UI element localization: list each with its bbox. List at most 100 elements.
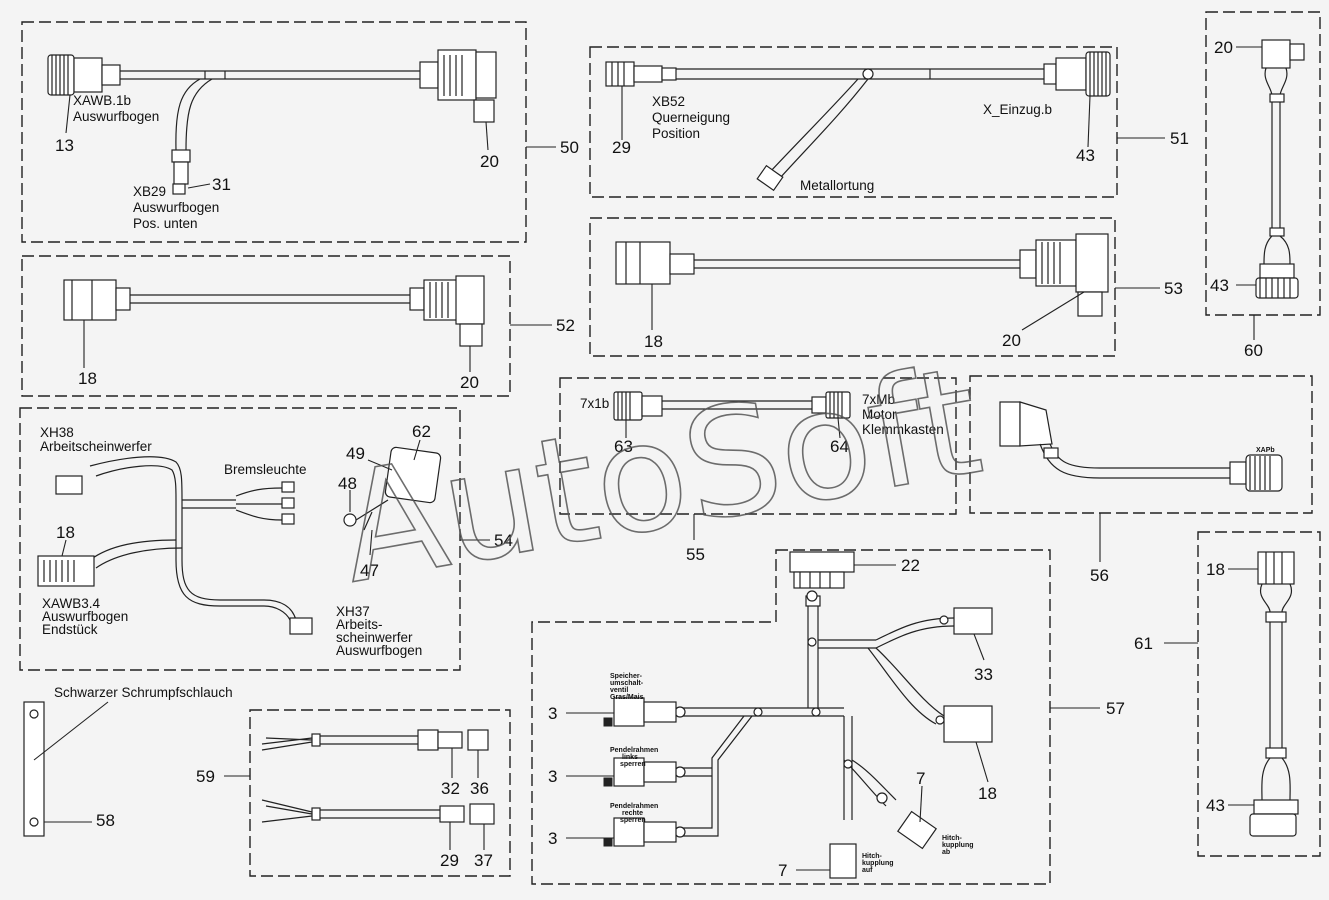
part-47: 47 — [360, 561, 379, 580]
label-hitch-ab-3: ab — [942, 849, 950, 856]
group-59-harness: 32 36 29 37 59 — [196, 709, 511, 877]
group-number-53: 53 — [1164, 279, 1183, 298]
part-36: 36 — [470, 779, 489, 798]
label-klemmkasten: Klemmkasten — [862, 422, 944, 437]
label-pendel-links-1: Pendelrahmen — [610, 747, 658, 754]
connector-xh37 — [289, 617, 313, 635]
part-7-a: 7 — [916, 769, 925, 788]
valve-pendelrahmen-links — [613, 757, 645, 787]
connector-43-group61 — [1249, 813, 1297, 837]
part-63: 63 — [614, 437, 633, 456]
label-xawb34-l2: Auswurfbogen — [42, 609, 128, 624]
group-number-60: 60 — [1244, 341, 1263, 360]
connector-7-hitch-ab — [896, 810, 938, 850]
connector-18-group53 — [615, 241, 671, 285]
group-52-harness: 18 20 52 — [21, 255, 575, 397]
connector-33 — [953, 607, 993, 635]
label-xb29-l2: Auswurfbogen — [133, 200, 219, 215]
connector-29-group59 — [439, 805, 465, 823]
group-54-frame — [19, 407, 461, 671]
part-18-c: 18 — [56, 523, 75, 542]
group-56-harness: XAPb 56 — [969, 375, 1313, 585]
label-pendel-rechts-3: sperren — [620, 817, 646, 824]
label-speicher-1: Speicher- — [610, 673, 643, 680]
group-56-frame — [969, 375, 1313, 514]
part-7-b: 7 — [778, 861, 787, 880]
label-speicher-3: ventil — [610, 687, 628, 694]
part-62: 62 — [412, 422, 431, 441]
label-hitch-auf-2: kupplung — [862, 860, 894, 867]
part-20-c: 20 — [1002, 331, 1021, 350]
connector-xapb — [1245, 454, 1283, 492]
group-50-harness: XAWB.1b Auswurfbogen 13 20 31 XB29 Auswu… — [21, 21, 579, 243]
part-20-d: 20 — [1214, 38, 1233, 57]
connector-xh38 — [55, 475, 83, 495]
label-hitch-auf-3: auf — [862, 867, 873, 874]
group-57-harness: Speicher- umschalt- ventil Gras/Mais Pen… — [531, 549, 1125, 885]
label-xh37: XH37 — [336, 604, 370, 619]
label-xawb34-l3: Endstück — [42, 622, 98, 637]
label-motor: Motor — [862, 407, 897, 422]
part-43-a: 43 — [1076, 146, 1095, 165]
label-hitch-ab-2: kupplung — [942, 842, 974, 849]
part-32: 32 — [441, 779, 460, 798]
label-pendel-links-3: sperren — [620, 761, 646, 768]
group-51-harness: XB52 Querneigung Position X_Einzug.b Met… — [589, 46, 1189, 198]
group-52-frame — [21, 255, 511, 397]
group-51-frame — [589, 46, 1118, 198]
label-querneigung: Querneigung — [652, 110, 730, 125]
label-hitch-auf-1: Hitch- — [862, 853, 883, 860]
group-number-55: 55 — [686, 545, 705, 564]
group-60-harness: 20 43 60 — [1205, 11, 1321, 360]
part-22: 22 — [901, 556, 920, 575]
group-53-frame — [589, 217, 1116, 357]
group-50-frame — [21, 21, 527, 243]
label-position: Position — [652, 126, 700, 141]
part-29-a: 29 — [612, 138, 631, 157]
part-49: 49 — [346, 444, 365, 463]
connector-29-xb52 — [605, 61, 635, 87]
group-54-harness: XH38 Arbeitscheinwerfer Bremsleuchte 18 … — [19, 407, 513, 671]
label-xb29-l3: Pos. unten — [133, 216, 198, 231]
connector-43-group60 — [1255, 277, 1299, 299]
part-3-c: 3 — [548, 829, 557, 848]
connector-32 — [437, 731, 463, 749]
label-xh38: XH38 — [40, 425, 74, 440]
part-18-b: 18 — [644, 332, 663, 351]
connector-18-group52 — [63, 279, 117, 321]
part-18-e: 18 — [1206, 560, 1225, 579]
part-18-d: 18 — [978, 784, 997, 803]
part-18-a: 18 — [78, 369, 97, 388]
part-3-b: 3 — [548, 767, 557, 786]
group-60-frame — [1205, 11, 1321, 316]
valve-speicherumschaltventil — [613, 697, 645, 727]
label-speicher-4: Gras/Mais — [610, 694, 644, 701]
group-59-frame — [249, 709, 511, 877]
part-29-b: 29 — [440, 851, 459, 870]
label-arbeitscheinwerfer: Arbeitscheinwerfer — [40, 439, 152, 454]
connector-31 — [172, 183, 186, 195]
connector-18-group61 — [1257, 551, 1295, 585]
connector-20-group52 — [455, 275, 485, 325]
watermark: AutoSoft — [328, 334, 993, 617]
group-55-harness: 7x1b 7xMb Motor Klemmkasten 63 64 55 — [559, 377, 957, 564]
label-pendel-links-2: links — [622, 754, 638, 761]
group-number-59: 59 — [196, 767, 215, 786]
label-metallortung: Metallortung — [800, 178, 874, 193]
group-number-58: 58 — [96, 811, 115, 830]
group-61-harness: 18 43 61 — [1134, 531, 1321, 857]
part-13: 13 — [55, 136, 74, 155]
label-xb29: XB29 — [133, 184, 166, 199]
connector-36 — [467, 729, 489, 751]
part-31: 31 — [212, 175, 231, 194]
group-number-51: 51 — [1170, 129, 1189, 148]
connector-22 — [789, 551, 855, 573]
label-speicher-2: umschalt- — [610, 680, 644, 687]
part-20-b: 20 — [460, 373, 479, 392]
group-55-frame — [559, 377, 957, 515]
connector-56-body — [1019, 401, 1053, 447]
part-43-b: 43 — [1210, 276, 1229, 295]
connector-7-hitch-auf — [829, 843, 857, 879]
group-number-52: 52 — [556, 316, 575, 335]
